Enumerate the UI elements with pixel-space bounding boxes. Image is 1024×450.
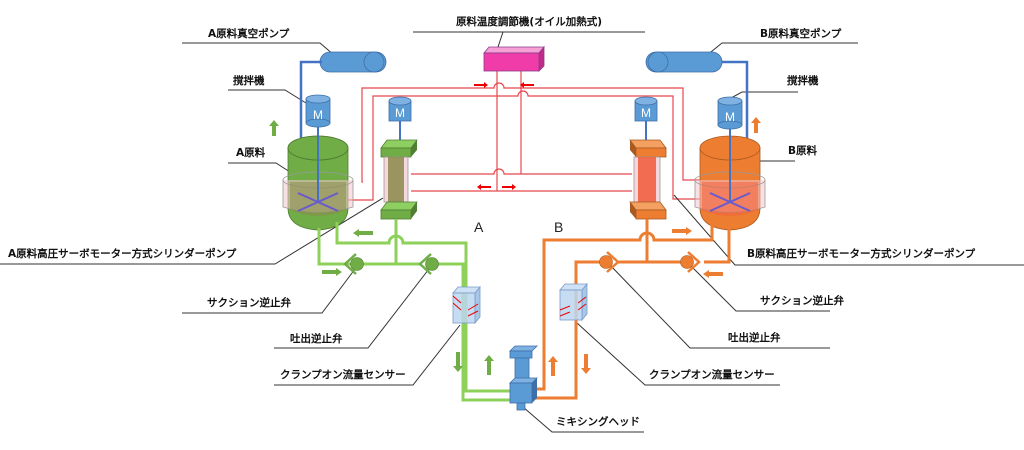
mixer-motor-a: M bbox=[305, 94, 331, 128]
label-suction-valve-a: サクション逆止弁 bbox=[207, 296, 291, 309]
cylinder-pump-a: M bbox=[380, 96, 418, 220]
motor-label: M bbox=[313, 108, 323, 122]
heat-line-top-inner bbox=[343, 90, 700, 201]
flow-sensor-b bbox=[559, 282, 588, 322]
arrow-up-icon bbox=[269, 120, 279, 136]
discharge-check-valve-a bbox=[418, 253, 439, 275]
flow-sensor-a bbox=[452, 285, 481, 325]
pipe-line-a bbox=[317, 219, 512, 402]
heat-line-mid-upper bbox=[411, 168, 632, 175]
tank-b bbox=[694, 112, 766, 231]
label-line-b: B bbox=[554, 219, 563, 235]
vacuum-pump-a bbox=[319, 51, 387, 73]
heat-arrow-left-icon bbox=[477, 184, 491, 190]
label-vacuum-pump-b: B原料真空ポンプ bbox=[760, 27, 842, 40]
label-flow-sensor-a: クランプオン流量センサー bbox=[280, 368, 406, 381]
mixer-motor-b: M bbox=[717, 96, 743, 130]
label-discharge-valve-b: 吐出逆止弁 bbox=[728, 331, 781, 344]
vacuum-pump-b bbox=[645, 51, 723, 73]
label-heater: 原料温度調節機(オイル加熱式) bbox=[456, 15, 602, 28]
label-tank-a: A原料 bbox=[236, 146, 266, 159]
label-cylinder-pump-b: B原料高圧サーボモーター方式シリンダーポンプ bbox=[747, 247, 976, 260]
label-tank-b: B原料 bbox=[788, 144, 818, 157]
cylinder-pump-b: M bbox=[629, 96, 667, 220]
heat-arrow-left-icon bbox=[520, 82, 534, 88]
arrow-left-icon bbox=[353, 229, 373, 237]
heat-line-top-outer bbox=[361, 82, 700, 183]
arrow-up-icon bbox=[751, 117, 761, 133]
label-flow-sensor-b: クランプオン流量センサー bbox=[649, 368, 775, 381]
suction-check-valve-b bbox=[680, 251, 701, 273]
motor-label: M bbox=[641, 106, 651, 120]
arrow-right-icon bbox=[672, 227, 692, 235]
arrow-left-icon bbox=[703, 270, 723, 278]
heat-arrow-right-icon bbox=[502, 184, 516, 190]
label-line-a: A bbox=[474, 219, 484, 235]
heat-flow-arrows bbox=[474, 82, 534, 190]
motor-label: M bbox=[725, 110, 735, 124]
mixing-head bbox=[509, 345, 538, 411]
arrow-right-icon bbox=[322, 268, 342, 276]
label-mixing-head: ミキシングヘッド bbox=[556, 415, 640, 428]
tank-a bbox=[282, 112, 354, 231]
oil-heater bbox=[483, 45, 545, 72]
arrow-up-icon bbox=[484, 355, 494, 375]
label-cylinder-pump-a: A原料高圧サーボモーター方式シリンダーポンプ bbox=[8, 247, 237, 260]
suction-check-valve-a bbox=[343, 253, 364, 275]
leader-lines bbox=[0, 31, 1024, 433]
heat-loop bbox=[343, 70, 700, 201]
label-discharge-valve-a: 吐出逆止弁 bbox=[290, 332, 343, 345]
label-mixer-a: 撹拌機 bbox=[233, 74, 265, 87]
arrow-down-icon bbox=[453, 352, 463, 372]
vacuum-pipe-a bbox=[299, 60, 322, 160]
label-vacuum-pump-a: A原料真空ポンプ bbox=[208, 27, 290, 40]
label-mixer-b: 撹拌機 bbox=[787, 74, 819, 87]
arrow-down-icon bbox=[581, 354, 591, 374]
arrow-up-icon bbox=[548, 356, 558, 376]
heat-arrow-right-icon bbox=[474, 82, 488, 88]
discharge-check-valve-b bbox=[599, 251, 620, 273]
label-suction-valve-b: サクション逆止弁 bbox=[760, 294, 844, 307]
pipe-line-b bbox=[528, 219, 731, 400]
motor-label: M bbox=[395, 106, 405, 120]
vacuum-pipe-b bbox=[722, 60, 749, 145]
